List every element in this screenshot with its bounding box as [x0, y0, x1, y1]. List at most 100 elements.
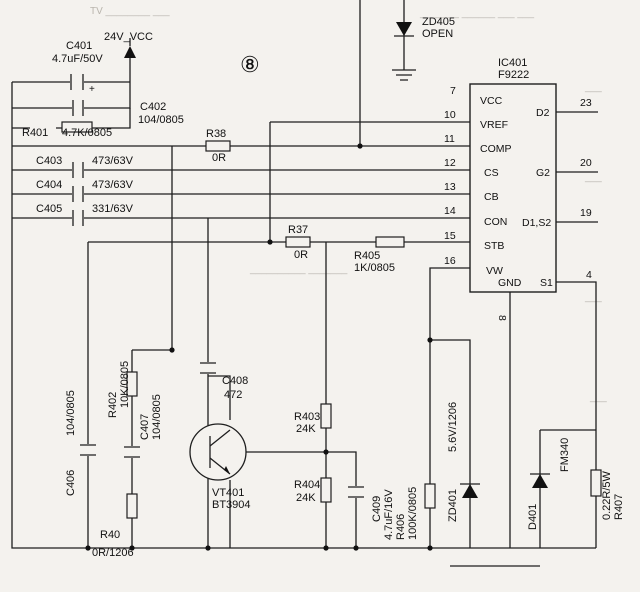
r401-value: 4.7K/0805	[62, 127, 112, 139]
r38-value: 0R	[212, 152, 226, 164]
c407-capacitor-icon	[124, 446, 140, 458]
r37-value: 0R	[294, 249, 308, 261]
r405-ref: R405	[354, 250, 380, 262]
vt401-transistor-icon	[189, 423, 247, 481]
pin-number: 20	[580, 157, 592, 169]
r404-ref: R404	[294, 479, 320, 491]
d401-diode-icon	[530, 473, 550, 488]
r407-value: 0.22R/5W	[601, 470, 613, 520]
ic401-bottom-pins: GND 8 S1 4	[496, 269, 592, 321]
r40-ref: R40	[100, 529, 120, 541]
c404-ref: C404	[36, 179, 62, 191]
pin-number: 19	[580, 207, 592, 219]
ic401-right-pins: D2 23 G2 20 D1,S2 19	[522, 97, 592, 229]
svg-text:___: ___	[584, 292, 602, 303]
supply-label: 24V_VCC	[104, 31, 153, 43]
pin-name: GND	[498, 277, 522, 289]
c407-value: 104/0805	[151, 394, 163, 440]
ic401-body	[469, 83, 557, 293]
pin-name: D2	[536, 107, 550, 119]
svg-text:__________ _______: __________ _______	[249, 264, 348, 275]
pin-name: D1,S2	[522, 217, 551, 229]
pin-name: VREF	[480, 119, 508, 131]
r401-resistor-icon	[61, 121, 93, 133]
svg-text:___: ___	[584, 172, 602, 183]
pin-number: 13	[444, 181, 456, 193]
c406-ref: C406	[65, 470, 77, 496]
zd405-zener-icon	[392, 22, 416, 81]
r405-resistor-icon	[375, 236, 405, 248]
svg-text:___: ___	[584, 82, 602, 93]
r38-ref: R38	[206, 128, 226, 140]
junction-dots	[85, 143, 433, 551]
pin-name: CON	[484, 216, 507, 228]
r40-resistor-icon	[126, 493, 138, 519]
pin-name: CB	[484, 191, 499, 203]
c409-ref: C409	[371, 496, 383, 522]
c403-capacitor-icon	[72, 162, 84, 178]
r407-ref: R407	[613, 494, 625, 520]
zd405-value: OPEN	[422, 28, 453, 40]
r38-resistor-icon	[205, 140, 231, 152]
c401-value: 4.7uF/50V	[52, 53, 103, 65]
c404-capacitor-icon	[72, 186, 84, 202]
c409-value: 4.7uF/16V	[383, 489, 395, 540]
r402-ref: R402	[107, 392, 119, 418]
c408-ref: C408	[222, 375, 248, 387]
svg-text:___: ___	[589, 392, 607, 403]
pin-number: 14	[444, 205, 456, 217]
c404-value: 473/63V	[92, 179, 134, 191]
svg-text:__________ ___: __________ ___	[299, 538, 376, 549]
pin-number: 15	[444, 230, 456, 242]
pin-number: 4	[586, 269, 592, 281]
c402-value: 104/0805	[138, 114, 184, 126]
c401-capacitor-icon	[70, 74, 84, 90]
r405-value: 1K/0805	[354, 262, 395, 274]
d401-ref: D401	[527, 504, 539, 530]
pin-name: VCC	[480, 95, 503, 107]
svg-text:_______ ______ ___ ___: _______ ______ ___ ___	[419, 8, 534, 19]
pin-name: COMP	[480, 143, 512, 155]
c406-value: 104/0805	[65, 390, 77, 436]
r402-value: 10K/0805	[119, 361, 131, 408]
r406-value: 100K/0805	[407, 487, 419, 540]
r403-ref: R403	[294, 411, 320, 423]
zd405-ref: ZD405	[422, 16, 455, 28]
pin-number: 10	[444, 109, 456, 121]
vt401-ref: VT401	[212, 487, 244, 499]
c409-capacitor-icon	[348, 486, 364, 498]
c406-capacitor-icon	[80, 444, 96, 456]
vt401-part: BT3904	[212, 499, 251, 511]
ic401-left-pins: 7 VCC 10 VREF 11 COMP 12 CS 13 CB 14 CON…	[444, 85, 512, 277]
supply-arrow-icon	[124, 38, 136, 58]
c408-value: 472	[224, 389, 242, 401]
c402-ref: C402	[140, 101, 166, 113]
c402-capacitor-icon	[72, 100, 84, 116]
pin-name: CS	[484, 167, 499, 179]
c401-ref: C401	[66, 40, 92, 52]
r407-resistor-icon	[590, 469, 602, 497]
pin-number: 12	[444, 157, 456, 169]
r406-resistor-icon	[424, 483, 436, 509]
pin-name: G2	[536, 167, 550, 179]
r402-resistor-icon	[126, 371, 138, 397]
r37-resistor-icon	[285, 236, 311, 248]
r406-ref: R406	[395, 514, 407, 540]
ic401-ref: IC401	[498, 57, 527, 69]
zd401-ref: ZD401	[447, 489, 459, 522]
pin-number: 11	[444, 133, 455, 145]
c405-value: 331/63V	[92, 203, 134, 215]
r403-resistor-icon	[320, 403, 332, 429]
zd401-value: 5.6V/1206	[447, 402, 459, 452]
pin-number: 23	[580, 97, 592, 109]
c403-value: 473/63V	[92, 155, 134, 167]
d401-part: FM340	[559, 438, 571, 472]
zd401-zener-icon	[460, 483, 480, 498]
r40-value: 0R/1206	[92, 547, 134, 559]
c403-ref: C403	[36, 155, 62, 167]
r404-value: 24K	[296, 492, 316, 504]
svg-text:TV ________ ___: TV ________ ___	[90, 6, 170, 17]
c405-ref: C405	[36, 203, 62, 215]
r401-ref: R401	[22, 127, 48, 139]
polarity-mark: +	[89, 84, 95, 95]
